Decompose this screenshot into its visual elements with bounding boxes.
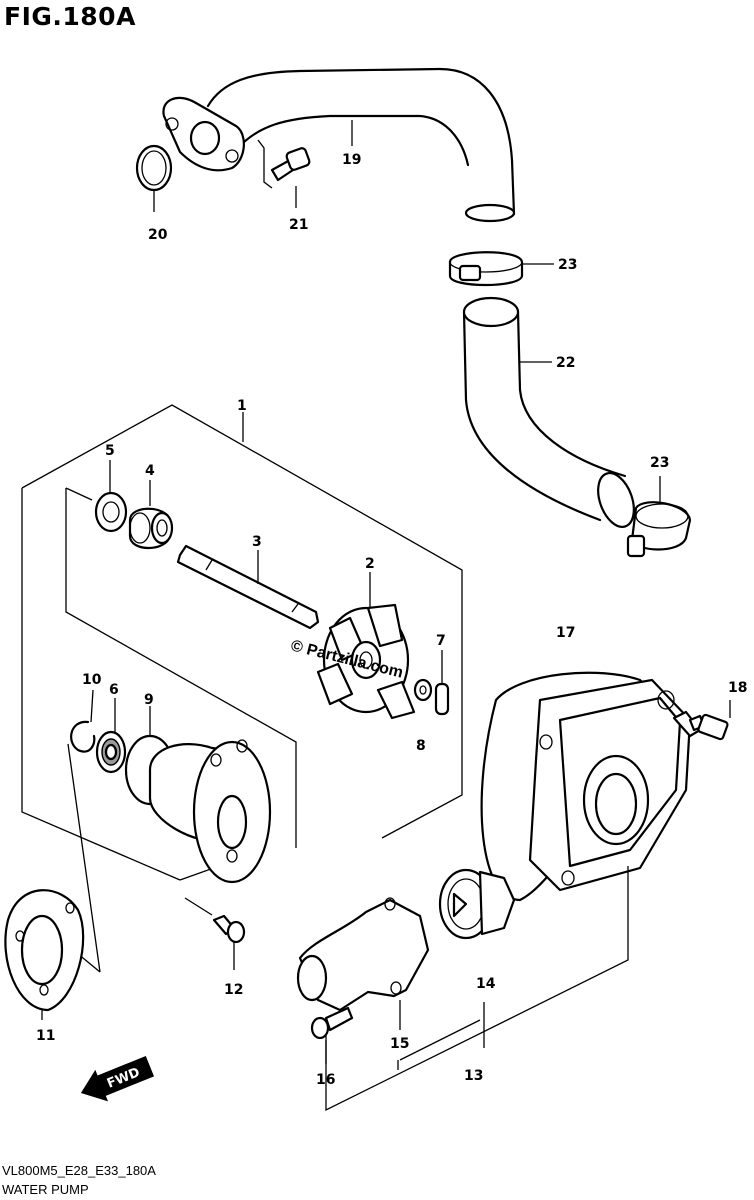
- callout-23-lower: 23: [650, 455, 669, 471]
- callout-8: 8: [416, 738, 426, 754]
- callout-14: 14: [476, 976, 496, 992]
- callout-10: 10: [82, 672, 102, 688]
- leader-lines: [41, 120, 731, 1064]
- callout-5: 5: [105, 443, 115, 459]
- water-pipe-19: [162, 67, 516, 223]
- hose-clamp-23-upper: [448, 251, 524, 287]
- o-ring-20: [135, 144, 173, 192]
- footer-code: VL800M5_E28_E33_180A: [2, 1163, 156, 1178]
- impeller-shaft-3: [176, 544, 320, 630]
- assembly-1-outline: [21, 404, 463, 973]
- bolt-12: [212, 914, 246, 944]
- callout-6: 6: [109, 682, 119, 698]
- bolt-16: [310, 1006, 354, 1040]
- callout-23-upper: 23: [558, 257, 577, 273]
- callout-18: 18: [728, 680, 747, 696]
- bearing-6: [95, 730, 127, 774]
- bolt-18: [672, 710, 729, 741]
- callout-17: 17: [556, 625, 575, 641]
- callout-3: 3: [252, 534, 262, 550]
- fwd-arrow-icon: FWD: [80, 1055, 155, 1102]
- impeller-2: [316, 603, 416, 720]
- hose-clamp-23-lower: [626, 501, 692, 558]
- callout-15: 15: [390, 1036, 409, 1052]
- thermostat-14: [438, 868, 516, 940]
- washer-8: [413, 678, 433, 702]
- callout-labels: 1 2 3 4 5 6 7 8 9 10 11 12 13 14 15 16 1…: [36, 152, 747, 1088]
- callout-1: 1: [237, 398, 247, 414]
- callout-13: 13: [464, 1068, 483, 1084]
- callout-20: 20: [148, 227, 168, 243]
- thermostat-case: [528, 678, 692, 892]
- callout-7: 7: [436, 633, 446, 649]
- callout-11: 11: [36, 1028, 55, 1044]
- dowel-pin-7: [434, 650, 450, 716]
- callout-21: 21: [289, 217, 308, 233]
- mechanical-seal-4: [128, 507, 174, 549]
- callout-12: 12: [224, 982, 243, 998]
- assembly-13-outline: [325, 866, 629, 1112]
- footer-name: WATER PUMP: [2, 1182, 89, 1197]
- callout-16: 16: [316, 1072, 335, 1088]
- pump-body: [148, 739, 272, 884]
- callout-2: 2: [365, 556, 375, 572]
- bolt-21: [257, 139, 311, 189]
- circlip-10: [70, 720, 96, 753]
- thermostat-cover-15: [296, 897, 430, 1012]
- water-hose-22: [462, 296, 635, 528]
- figure-title: FIG.180A: [4, 2, 136, 31]
- callout-19: 19: [342, 152, 361, 168]
- callout-22: 22: [556, 355, 575, 371]
- callout-9: 9: [144, 692, 154, 708]
- callout-4: 4: [145, 463, 155, 479]
- oil-seal-5: [94, 491, 128, 533]
- gasket-11: [4, 889, 85, 1012]
